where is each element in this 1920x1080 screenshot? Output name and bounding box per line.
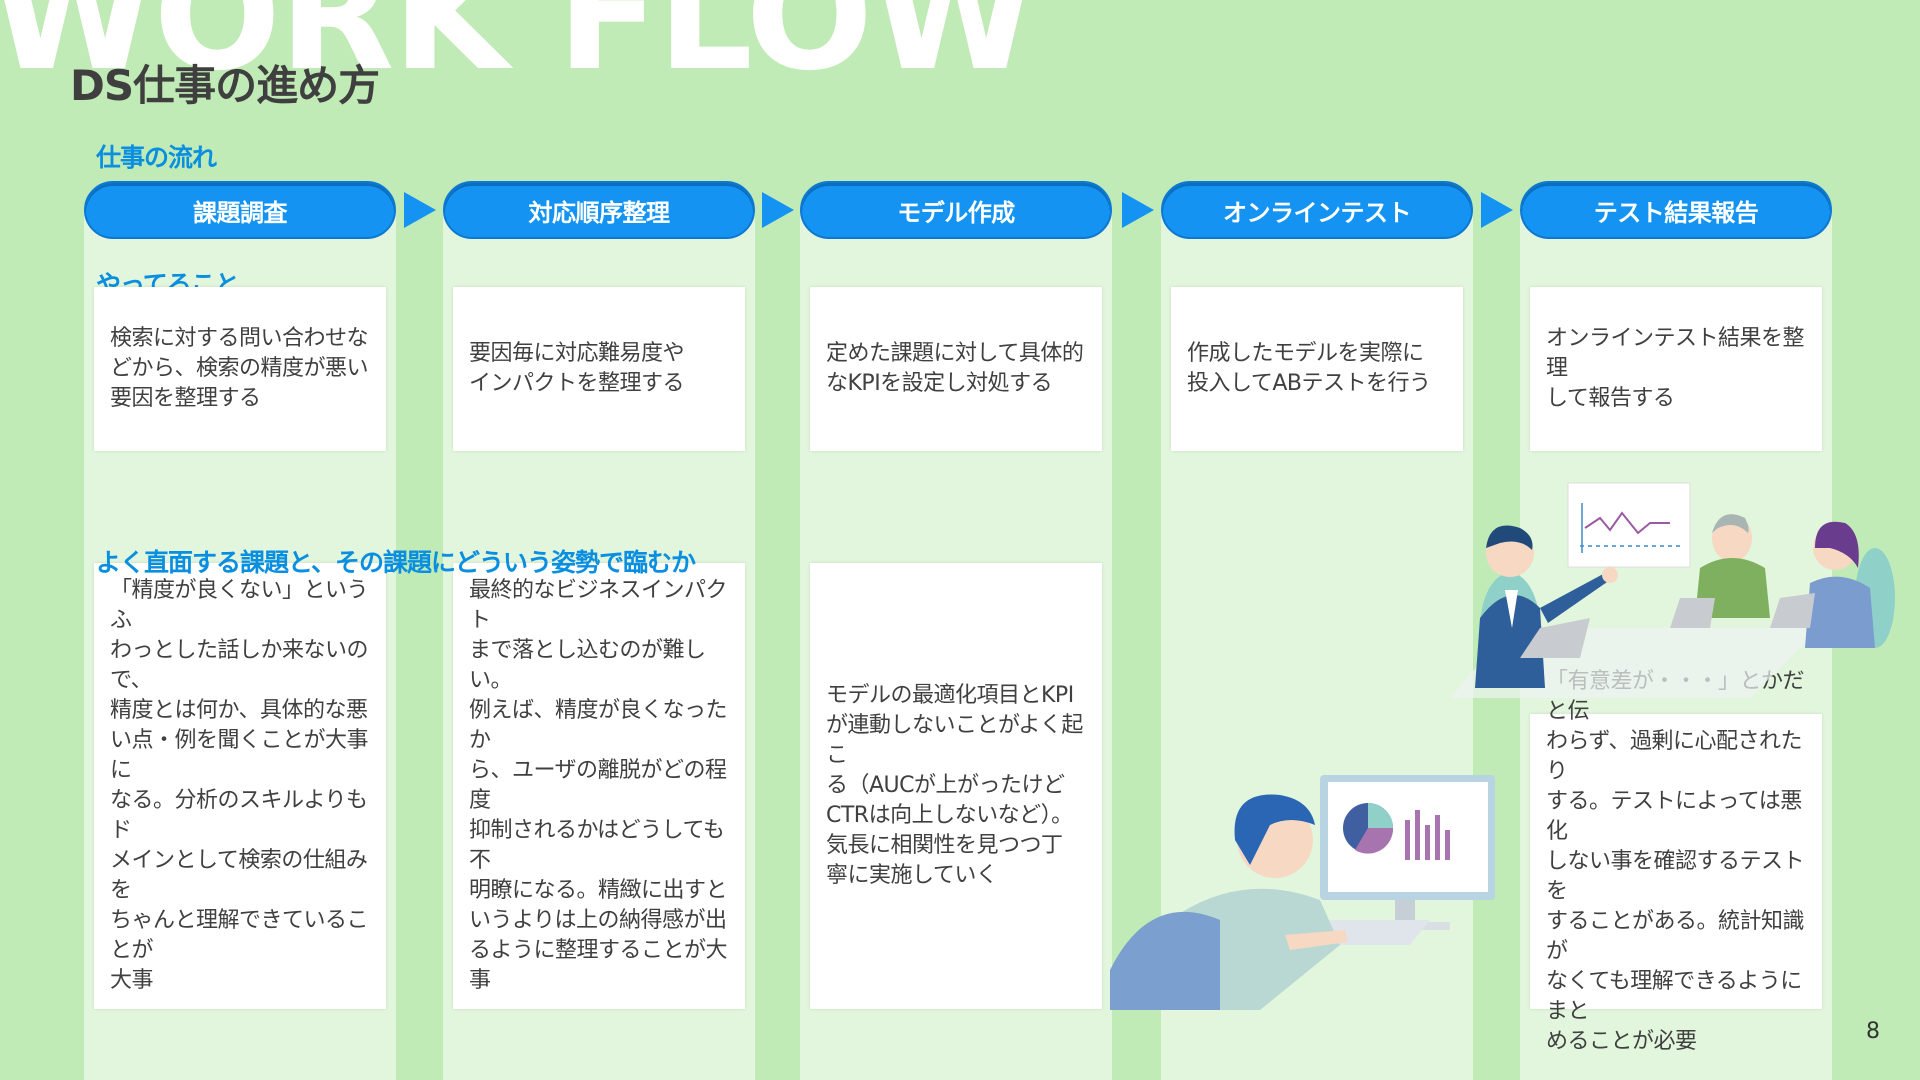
todo-box-5: オンラインテスト結果を整理 して報告する	[1530, 287, 1822, 451]
step-pill-4: オンラインテスト	[1161, 181, 1473, 239]
todo-text-1: 検索に対する問い合わせな どから、検索の精度が悪い 要因を整理する	[110, 326, 369, 411]
issue-box-5: 「有意差が・・・」とかだと伝 わらず、過剰に心配されたり する。テストによっては…	[1530, 669, 1822, 1054]
step-pill-2: 対応順序整理	[443, 181, 755, 239]
step-pill-1: 課題調査	[84, 181, 396, 239]
flow-label: 仕事の流れ	[96, 143, 217, 172]
arrow-right-icon	[1481, 192, 1513, 228]
issues-label: よく直面する課題と、その課題にどういう姿勢で臨むか	[96, 548, 696, 577]
step-pill-5: テスト結果報告	[1520, 181, 1832, 239]
arrow-right-icon	[1122, 192, 1154, 228]
page-title: DS仕事の進め方	[70, 61, 380, 110]
todo-text-3: 定めた課題に対して具体的 なKPIを設定し対処する	[826, 341, 1084, 396]
issue-text-1: 「精度が良くない」というふ わっとした話しか来ないので、 精度とは何か、具体的な…	[110, 578, 369, 993]
issue-box-2: 最終的なビジネスインパクト まで落とし込むのが難しい。 例えば、精度が良くなった…	[453, 563, 745, 1009]
arrow-right-icon	[762, 192, 794, 228]
page-number: 8	[1866, 1019, 1880, 1044]
issue-text-3: モデルの最適化項目とKPI が連動しないことがよく起こ る（AUCが上がったけど…	[826, 683, 1083, 888]
todo-box-3: 定めた課題に対して具体的 なKPIを設定し対処する	[810, 287, 1102, 451]
issue-text-2: 最終的なビジネスインパクト まで落とし込むのが難しい。 例えば、精度が良くなった…	[469, 578, 728, 993]
issue-box-3: モデルの最適化項目とKPI が連動しないことがよく起こ る（AUCが上がったけど…	[810, 563, 1102, 1009]
background-word: WORK FLOW	[0, 0, 1037, 104]
computer-user-illustration	[1110, 775, 1495, 1010]
meeting-illustration	[1450, 482, 1895, 698]
todo-text-2: 要因毎に対応難易度や インパクトを整理する	[469, 341, 685, 396]
todo-box-2: 要因毎に対応難易度や インパクトを整理する	[453, 287, 745, 451]
todo-text-4: 作成したモデルを実際に 投入してABテストを行う	[1187, 341, 1431, 396]
arrow-right-icon	[404, 192, 436, 228]
todo-box-4: 作成したモデルを実際に 投入してABテストを行う	[1171, 287, 1463, 451]
issue-text-5: 「有意差が・・・」とかだと伝 わらず、過剰に心配されたり する。テストによっては…	[1546, 668, 1805, 1054]
step-pill-3: モデル作成	[800, 181, 1112, 239]
todo-text-5: オンラインテスト結果を整理 して報告する	[1546, 326, 1805, 411]
issue-box-1: 「精度が良くない」というふ わっとした話しか来ないので、 精度とは何か、具体的な…	[94, 563, 386, 1009]
todo-box-1: 検索に対する問い合わせな どから、検索の精度が悪い 要因を整理する	[94, 287, 386, 451]
